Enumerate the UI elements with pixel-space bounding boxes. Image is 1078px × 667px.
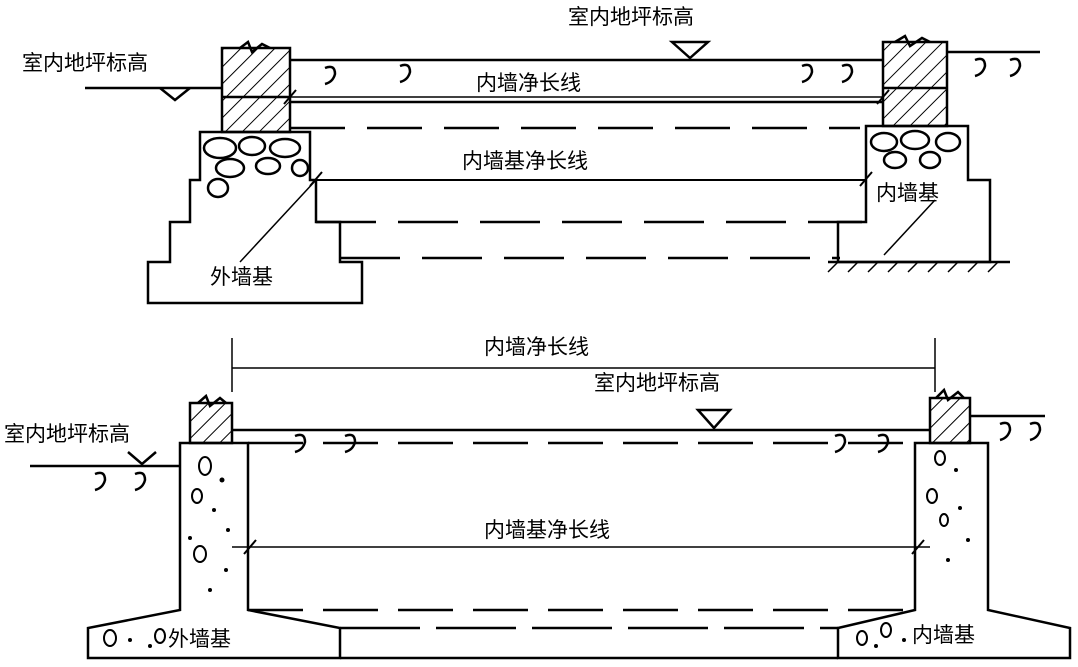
top-inner-foundation-net-length-label: 内墙基净长线 bbox=[462, 149, 588, 173]
bottom-right-brick-wall bbox=[928, 396, 972, 445]
bottom-outer-foundation-label: 外墙基 bbox=[168, 627, 231, 651]
bottom-left-concrete-foundation bbox=[86, 441, 342, 660]
bottom-left-brick-wall bbox=[188, 401, 234, 445]
bottom-inner-foundation-net-length-label: 内墙基净长线 bbox=[484, 518, 610, 542]
top-soil-mark bbox=[841, 63, 854, 84]
top-center-floor-level-marker bbox=[668, 40, 712, 60]
bottom-center-floor-level-marker bbox=[695, 408, 733, 430]
bottom-left-floor-level-marker bbox=[127, 451, 157, 466]
top-soil-mark bbox=[399, 63, 412, 84]
bottom-left-floor-level-label: 室内地坪标高 bbox=[4, 422, 130, 446]
top-left-floor-level-marker bbox=[159, 87, 191, 102]
top-left-wall-break bbox=[239, 40, 271, 55]
top-right-brick-wall bbox=[881, 40, 949, 128]
top-right-wall-break bbox=[894, 34, 931, 48]
top-left-brick-wall bbox=[220, 46, 292, 134]
top-section bbox=[85, 34, 1040, 305]
bottom-right-concrete-foundation bbox=[836, 441, 1072, 660]
top-outer-foundation-label: 外墙基 bbox=[210, 265, 273, 289]
bottom-section bbox=[30, 338, 1072, 660]
top-inner-foundation-leader bbox=[883, 199, 936, 256]
top-inner-foundation-label: 内墙基 bbox=[876, 181, 939, 205]
top-soil-mark bbox=[324, 65, 337, 86]
bottom-inner-foundation-label: 内墙基 bbox=[912, 623, 975, 647]
top-soil-mark bbox=[801, 63, 814, 84]
bottom-center-floor-level-label: 室内地坪标高 bbox=[594, 371, 720, 395]
top-inner-wall-net-length-label: 内墙净长线 bbox=[476, 71, 581, 95]
bottom-inner-wall-net-length-label: 内墙净长线 bbox=[484, 335, 589, 359]
top-outer-foundation-leader bbox=[239, 179, 317, 263]
top-left-floor-level-label: 室内地坪标高 bbox=[22, 51, 148, 75]
top-center-floor-level-label: 室内地坪标高 bbox=[568, 5, 694, 29]
